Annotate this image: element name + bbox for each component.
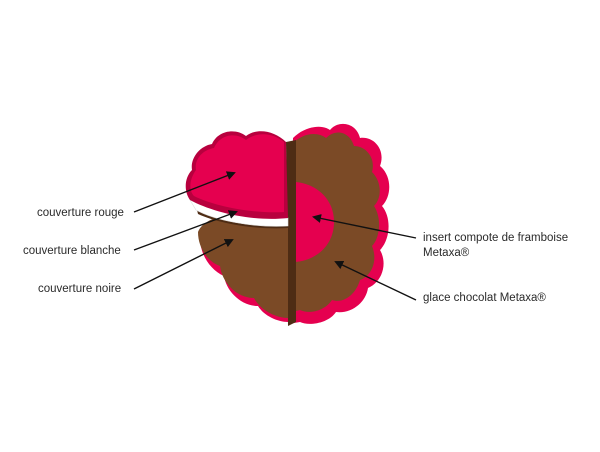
red-cap [190, 134, 284, 213]
label-couverture-blanche: couverture blanche [23, 245, 121, 257]
arrow-couverture-noire [133, 239, 234, 290]
right-chocolate-body [292, 132, 380, 312]
left-chocolate-body [198, 214, 288, 318]
right-half-section [286, 123, 390, 326]
arrow-couverture-rouge [133, 171, 236, 213]
label-insert-line1: insert compote de framboise [423, 232, 569, 244]
label-insert-line2: Metaxa® [423, 247, 470, 259]
label-insert-compote: insert compote de framboise Metaxa® [423, 231, 568, 261]
pointer-arrows [133, 171, 417, 301]
left-half-section [185, 131, 289, 322]
center-divider [286, 140, 296, 326]
arrow-couverture-blanche [133, 210, 238, 251]
arrow-insert [312, 214, 417, 239]
label-glace-chocolat: glace chocolat Metaxa® [423, 292, 546, 304]
label-couverture-rouge: couverture rouge [37, 207, 124, 219]
arrow-glace [334, 260, 417, 301]
label-couverture-noire: couverture noire [38, 283, 122, 295]
